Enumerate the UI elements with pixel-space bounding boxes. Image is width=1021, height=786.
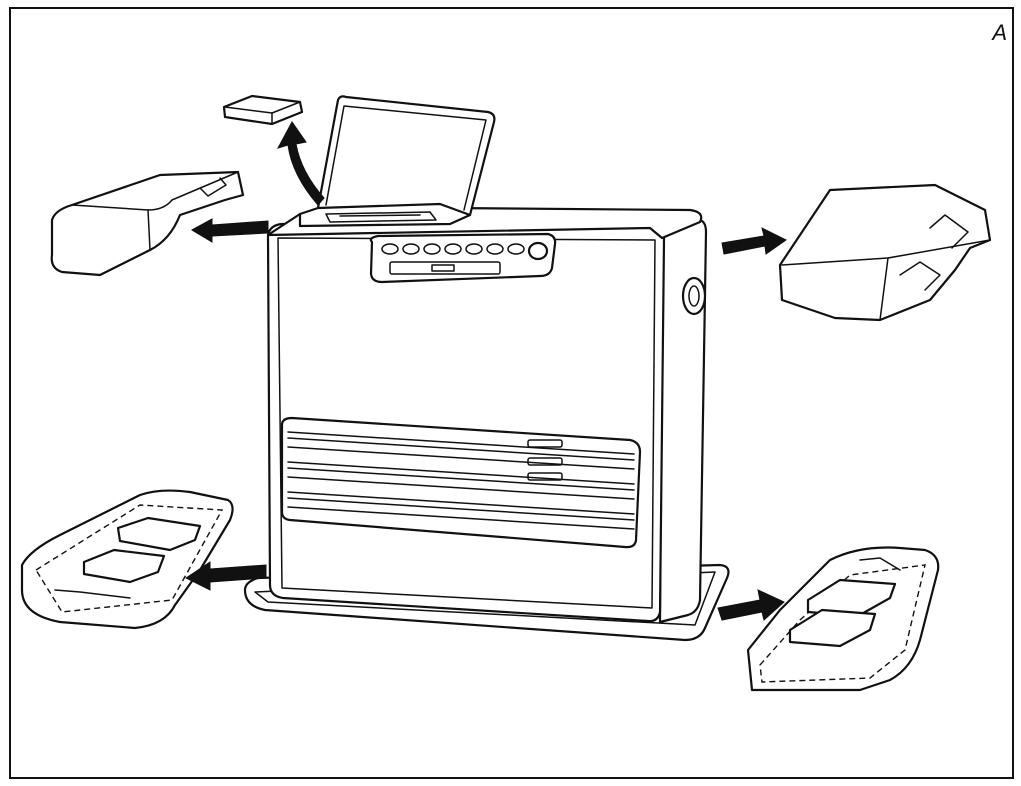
arrow-left-bottom xyxy=(185,561,267,591)
removed-filter-block xyxy=(222,94,304,126)
control-panel xyxy=(369,232,557,284)
arrow-right-top xyxy=(721,227,787,255)
heater-body xyxy=(243,206,730,642)
curved-arrow xyxy=(276,121,325,206)
control-buttons xyxy=(381,241,549,261)
heater-side-panel xyxy=(658,218,708,624)
side-knob xyxy=(681,276,707,316)
left-bottom-foot xyxy=(20,489,234,630)
left-top-cover xyxy=(50,170,245,277)
arrow-left-top xyxy=(190,218,269,243)
figure-border xyxy=(9,7,1014,779)
right-bottom-foot xyxy=(746,546,940,692)
louvre-grille xyxy=(280,416,642,549)
arrow-right-bottom xyxy=(717,589,785,621)
figure-label: A xyxy=(992,20,1007,45)
display-window xyxy=(389,261,501,275)
tank-lid xyxy=(298,95,496,228)
right-top-cover xyxy=(778,183,992,322)
